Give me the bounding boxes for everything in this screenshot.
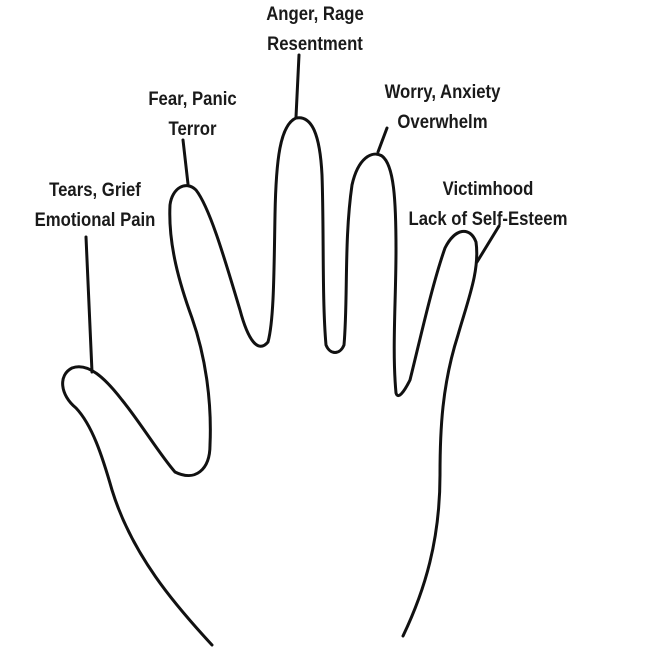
hand-outline [61, 116, 479, 647]
label-pinky-line2: Lack of Self-Esteem [408, 209, 568, 230]
label-middle-line1: Anger, Rage [266, 4, 364, 25]
label-pinky-finger: Victimhood Lack of Self-Esteem [391, 175, 585, 235]
label-middle-line2: Resentment [267, 34, 363, 55]
label-index-finger: Fear, Panic Terror [111, 85, 274, 145]
label-thumb-line2: Emotional Pain [34, 210, 156, 231]
leader-line-ring [376, 126, 389, 154]
leader-line-pinky [475, 224, 501, 264]
label-ring-line2: Overwhelm [397, 112, 488, 133]
label-index-line1: Fear, Panic [148, 89, 237, 110]
label-ring-line1: Worry, Anxiety [384, 82, 501, 103]
label-middle-finger: Anger, Rage Resentment [227, 0, 403, 60]
leader-line-thumb [84, 235, 94, 374]
leader-line-middle [294, 53, 301, 119]
label-index-line2: Terror [168, 119, 217, 140]
label-thumb: Tears, Grief Emotional Pain [20, 176, 170, 236]
leader-line-index [181, 138, 190, 186]
label-thumb-line1: Tears, Grief [49, 180, 141, 201]
label-pinky-line1: Victimhood [442, 179, 534, 200]
label-ring-finger: Worry, Anxiety Overwhelm [344, 78, 542, 138]
